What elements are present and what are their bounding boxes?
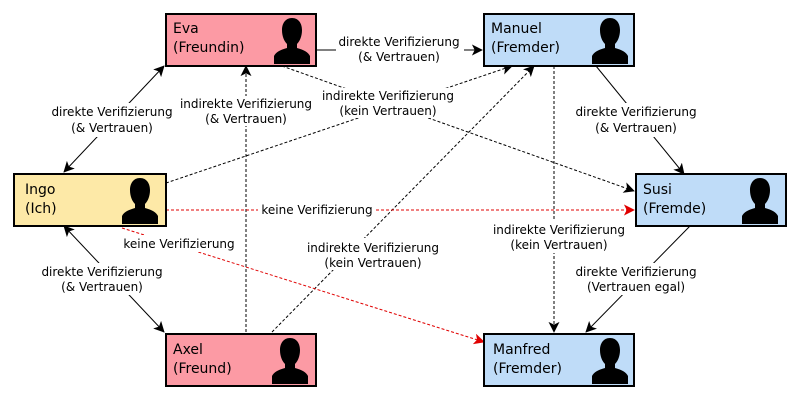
node-role: (Freund)	[173, 361, 232, 377]
edge-label-line2: (Vertrauen egal)	[587, 280, 685, 294]
node-name: Eva	[173, 21, 199, 37]
node-role: (Fremder)	[491, 40, 560, 56]
edge-label-line2: (& Vertrauen)	[358, 50, 440, 64]
node-name: Susi	[643, 182, 672, 198]
node-role: (Fremde)	[643, 201, 706, 217]
edge-label-line1: indirekte Verifizierung	[493, 223, 625, 237]
edge-ingo-manuel	[165, 64, 513, 184]
node-role: (Fremder)	[493, 361, 562, 377]
edge-label-line1: direkte Verifizierung	[575, 105, 696, 119]
edge-label-line1: direkte Verifizierung	[51, 105, 172, 119]
node-name: Axel	[173, 342, 203, 358]
edge-label-ingo-manfred: keine Verifizierung	[120, 235, 238, 252]
edge-ingo-manfred	[121, 227, 485, 345]
edge-label-susi-manfred: direkte Verifizierung (Vertrauen egal)	[572, 263, 702, 295]
edge-label-line2: (& Vertrauen)	[71, 121, 153, 135]
edge-labels: direkte Verifizierung (& Vertrauen) dire…	[38, 35, 702, 295]
node-role: (Freundin)	[173, 40, 244, 56]
edge-axel-manuel	[271, 65, 535, 333]
nodes: Eva (Freundin) Manuel (Fremder) Ingo (Ic…	[13, 13, 787, 387]
edge-label-line2: (& Vertrauen)	[61, 280, 143, 294]
edge-label-eva-manuel: direkte Verifizierung (& Vertrauen)	[336, 35, 464, 65]
edge-label-manuel-susi: direkte Verifizierung (& Vertrauen)	[572, 103, 702, 137]
node-name: Manfred	[493, 342, 550, 358]
edge-label-line1: direkte Verifizierung	[338, 35, 459, 49]
edge-label-line2: (& Vertrauen)	[595, 121, 677, 135]
edge-label-axel-eva: indirekte Verifizierung (& Vertrauen)	[178, 96, 314, 126]
node-susi: Susi (Fremde)	[635, 173, 787, 227]
edge-label-axel-manuel: indirekte Verifizierung (kein Vertrauen)	[305, 238, 441, 270]
edge-label-ingo-susi: keine Verifizierung	[258, 201, 376, 218]
edge-label-line2: (kein Vertrauen)	[339, 104, 436, 118]
edge-label-ingo-eva: direkte Verifizierung (& Vertrauen)	[48, 103, 178, 137]
node-eva: Eva (Freundin)	[165, 13, 317, 67]
node-name: Ingo	[25, 182, 55, 198]
edge-label-ingo-manuel: indirekte Verifizierung (kein Vertrauen)	[320, 88, 456, 118]
edge-label-line2: (kein Vertrauen)	[510, 238, 607, 252]
node-ingo: Ingo (Ich)	[13, 173, 167, 227]
node-axel: Axel (Freund)	[165, 333, 317, 387]
node-role: (Ich)	[25, 201, 57, 217]
node-manuel: Manuel (Fremder)	[483, 13, 635, 67]
edges	[63, 44, 691, 345]
edge-label-line2: (kein Vertrauen)	[324, 256, 421, 270]
edge-label-line1: indirekte Verifizierung	[307, 241, 439, 255]
node-manfred: Manfred (Fremder)	[483, 333, 635, 387]
node-name: Manuel	[491, 21, 542, 37]
edge-label-line2: (& Vertrauen)	[205, 112, 287, 126]
edge-label-line1: keine Verifizierung	[123, 237, 234, 251]
edge-label-line1: indirekte Verifizierung	[180, 97, 312, 111]
edge-label-line1: keine Verifizierung	[261, 203, 372, 217]
edge-label-line1: indirekte Verifizierung	[322, 89, 454, 103]
edge-label-ingo-axel: direkte Verifizierung (& Vertrauen)	[38, 263, 168, 295]
edge-label-line1: direkte Verifizierung	[41, 265, 162, 279]
edge-label-manuel-manfred: indirekte Verifizierung (kein Vertrauen)	[491, 221, 627, 253]
edge-eva-susi	[281, 65, 635, 193]
edge-label-line1: direkte Verifizierung	[575, 265, 696, 279]
